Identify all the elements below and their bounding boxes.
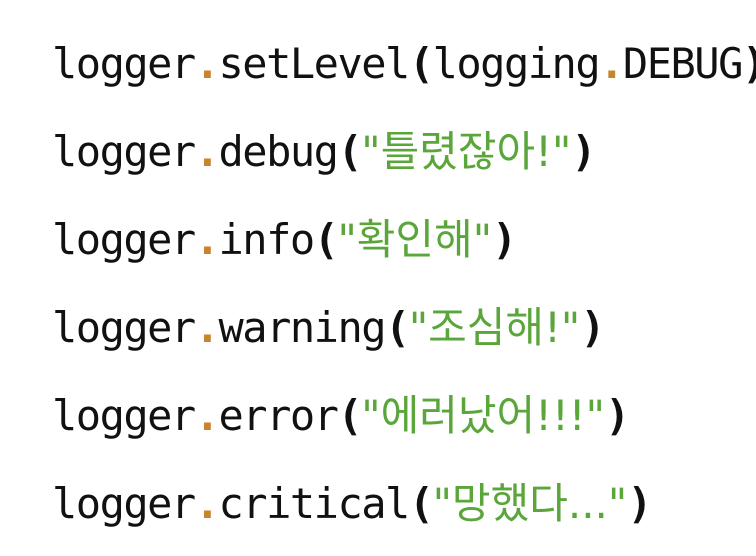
open-paren: ( — [337, 127, 362, 176]
object-name: logger — [52, 303, 196, 352]
method-name: info — [218, 215, 316, 264]
close-paren: ) — [742, 39, 756, 88]
open-paren: ( — [313, 215, 339, 264]
method-name: setLevel — [218, 39, 411, 88]
object-name: logger — [52, 215, 196, 264]
dot-operator: . — [599, 39, 624, 88]
object-name: logger — [52, 479, 196, 528]
string-literal: "조심해!" — [408, 303, 581, 352]
code-block: logger.setLevel(logging.DEBUG) logger.de… — [52, 20, 756, 548]
code-line-warning: logger.warning("조심해!") — [52, 284, 752, 372]
string-literal: "틀렸잖아!" — [361, 127, 572, 176]
argument-constant: DEBUG — [622, 39, 743, 88]
method-name: critical — [218, 479, 411, 528]
dot-operator: . — [194, 127, 220, 176]
method-name: warning — [218, 303, 387, 352]
string-literal: "확인해" — [337, 215, 493, 264]
open-paren: ( — [408, 39, 434, 88]
code-line-info: logger.info("확인해") — [52, 196, 752, 284]
dot-operator: . — [194, 479, 220, 528]
code-line-set-level: logger.setLevel(logging.DEBUG) — [52, 20, 756, 108]
dot-operator: . — [194, 303, 220, 352]
dot-operator: . — [194, 215, 220, 264]
method-name: error — [218, 391, 339, 440]
argument-module: logging — [432, 39, 601, 88]
object-name: logger — [52, 39, 196, 88]
object-name: logger — [52, 127, 196, 176]
close-paren: ) — [627, 479, 652, 528]
open-paren: ( — [408, 479, 434, 528]
code-line-critical: logger.critical("망했다...") — [52, 460, 752, 548]
close-paren: ) — [571, 127, 596, 176]
open-paren: ( — [337, 391, 362, 440]
close-paren: ) — [580, 303, 605, 352]
code-line-debug: logger.debug("틀렸잖아!") — [52, 108, 752, 196]
dot-operator: . — [194, 39, 220, 88]
close-paren: ) — [604, 391, 630, 440]
method-name: debug — [218, 127, 339, 176]
object-name: logger — [52, 391, 196, 440]
close-paren: ) — [492, 215, 517, 264]
open-paren: ( — [385, 303, 410, 352]
string-literal: "망했다..." — [432, 479, 628, 528]
code-line-error: logger.error("에러났어!!!") — [52, 372, 752, 460]
dot-operator: . — [194, 391, 220, 440]
string-literal: "에러났어!!!" — [361, 391, 605, 440]
